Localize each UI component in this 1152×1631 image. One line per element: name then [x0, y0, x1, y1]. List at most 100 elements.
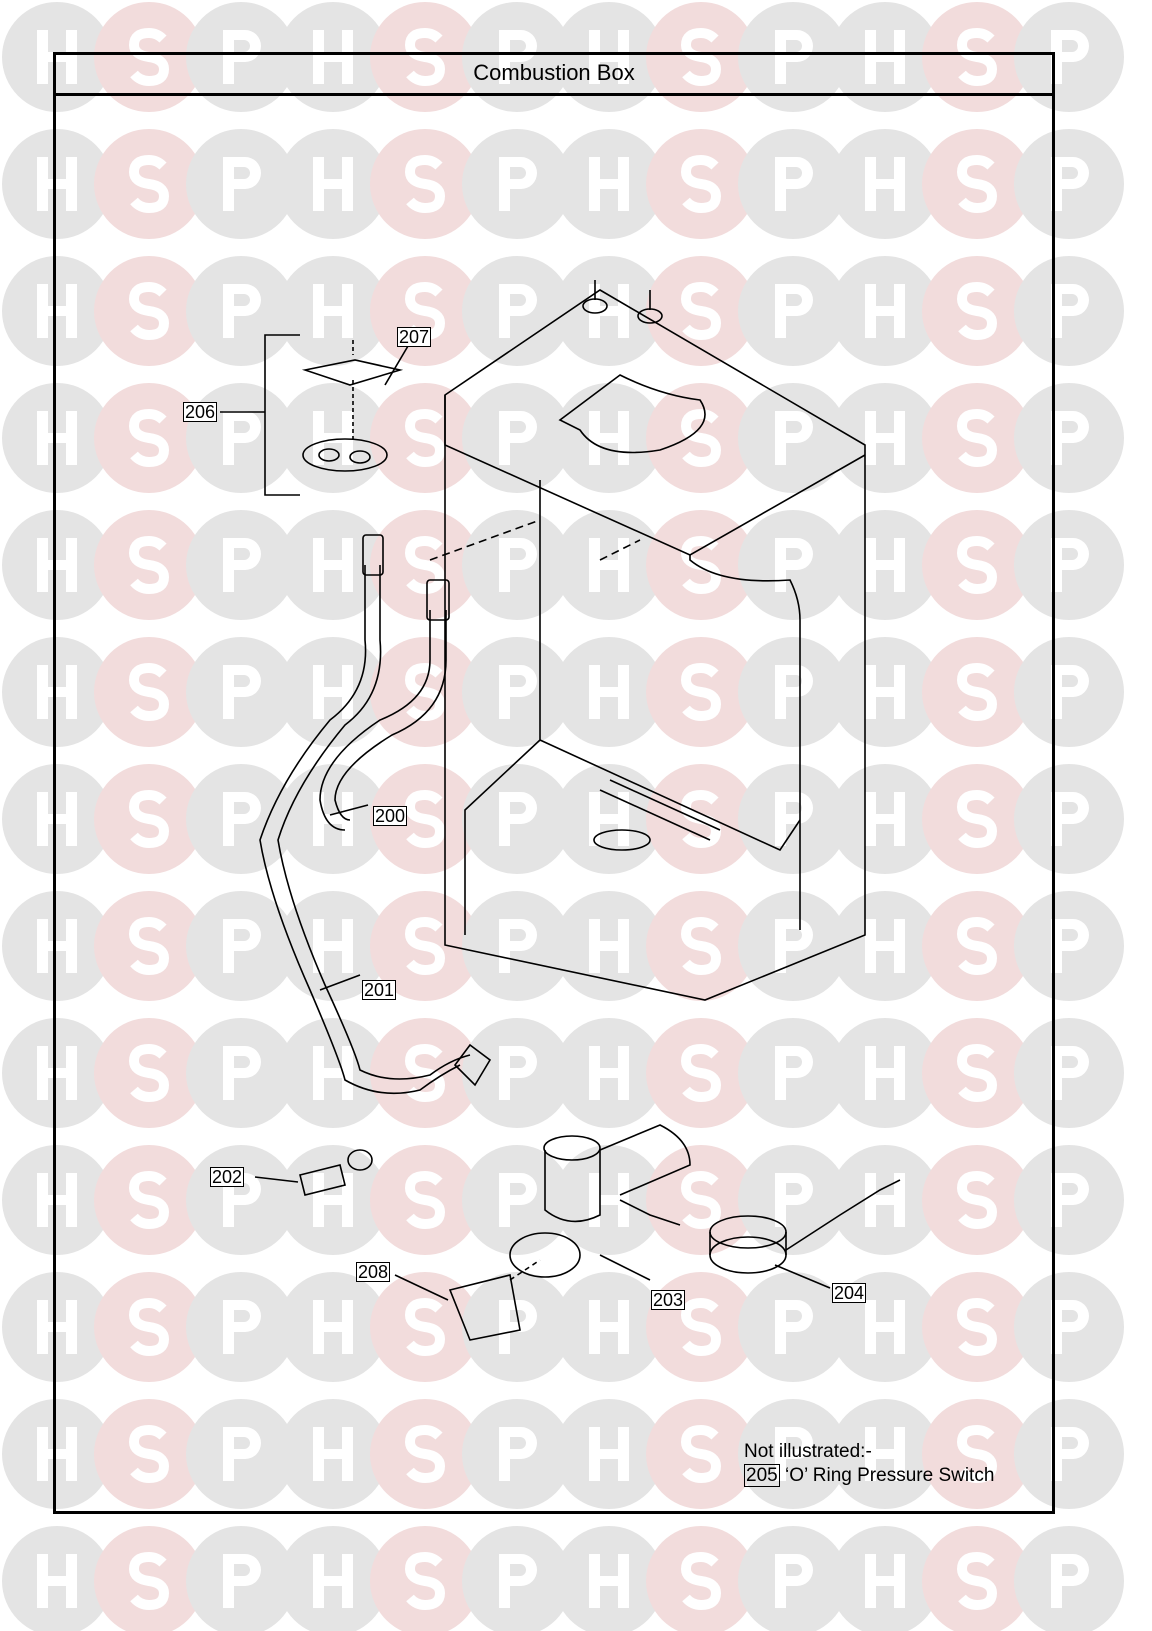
part-label-208[interactable]: 208: [356, 1262, 391, 1282]
watermark-p-circle: [186, 256, 296, 366]
watermark-h-glyph: [313, 1427, 353, 1481]
watermark-s-circle: [370, 637, 480, 747]
watermark-s-glyph: [404, 789, 446, 849]
watermark-p-circle: [1014, 1018, 1124, 1128]
watermark-h-circle: [830, 129, 940, 239]
part-label-200[interactable]: 200: [373, 806, 408, 826]
watermark-s-glyph: [128, 916, 170, 976]
watermark-s-circle: [922, 1399, 1032, 1509]
watermark-h-circle: [278, 637, 388, 747]
watermark-s-glyph: [680, 916, 722, 976]
watermark-h-circle: [278, 256, 388, 366]
watermark-h-glyph: [37, 1046, 77, 1100]
watermark-s-circle: [646, 637, 756, 747]
watermark-h-glyph: [313, 411, 353, 465]
watermark-h-glyph: [313, 30, 353, 84]
watermark-s-glyph: [680, 789, 722, 849]
part-label-204[interactable]: 204: [832, 1283, 867, 1303]
watermark-s-glyph: [956, 27, 998, 87]
watermark-s-circle: [94, 1526, 204, 1631]
watermark-p-circle: [1014, 1272, 1124, 1382]
watermark-p-glyph: [223, 538, 261, 592]
watermark-h-circle: [830, 256, 940, 366]
watermark-h-circle: [554, 510, 664, 620]
watermark-s-glyph: [128, 662, 170, 722]
watermark-p-circle: [462, 2, 572, 112]
watermark-s-glyph: [680, 1551, 722, 1611]
part-label-205[interactable]: 205: [744, 1464, 780, 1487]
watermark-s-glyph: [680, 27, 722, 87]
watermark-p-glyph: [775, 665, 813, 719]
watermark-s-glyph: [680, 408, 722, 468]
watermark-s-glyph: [128, 154, 170, 214]
watermark-p-glyph: [499, 1427, 537, 1481]
watermark-h-circle: [554, 2, 664, 112]
watermark-h-glyph: [589, 1173, 629, 1227]
watermark-h-circle: [278, 129, 388, 239]
watermark-s-circle: [922, 129, 1032, 239]
watermark-p-glyph: [775, 1300, 813, 1354]
watermark-s-glyph: [404, 27, 446, 87]
part-label-206[interactable]: 206: [183, 402, 218, 422]
watermark-s-glyph: [680, 281, 722, 341]
watermark-s-circle: [370, 383, 480, 493]
watermark-p-glyph: [1051, 1046, 1089, 1100]
watermark-p-glyph: [1051, 1554, 1089, 1608]
watermark-s-glyph: [128, 789, 170, 849]
watermark-s-glyph: [128, 408, 170, 468]
watermark-h-circle: [2, 2, 112, 112]
part-label-201[interactable]: 201: [362, 980, 397, 1000]
watermark-p-glyph: [775, 1554, 813, 1608]
watermark-h-glyph: [865, 792, 905, 846]
watermark-p-circle: [462, 637, 572, 747]
watermark-s-circle: [94, 510, 204, 620]
watermark-s-circle: [370, 1018, 480, 1128]
watermark-s-circle: [646, 1399, 756, 1509]
watermark-p-glyph: [1051, 157, 1089, 211]
watermark-s-glyph: [404, 916, 446, 976]
watermark-s-glyph: [956, 1551, 998, 1611]
watermark-h-glyph: [865, 1427, 905, 1481]
watermark-h-circle: [2, 764, 112, 874]
watermark-p-glyph: [223, 919, 261, 973]
watermark-h-circle: [554, 1018, 664, 1128]
watermark-p-glyph: [223, 665, 261, 719]
watermark-p-circle: [738, 383, 848, 493]
watermark-h-circle: [2, 256, 112, 366]
watermark-p-glyph: [223, 792, 261, 846]
watermark-p-glyph: [1051, 1427, 1089, 1481]
watermark-p-glyph: [499, 919, 537, 973]
watermark-s-circle: [370, 764, 480, 874]
watermark-p-glyph: [775, 284, 813, 338]
watermark-h-circle: [278, 1145, 388, 1255]
watermark-p-glyph: [223, 411, 261, 465]
watermark-h-glyph: [313, 792, 353, 846]
watermark-s-glyph: [956, 535, 998, 595]
watermark-h-circle: [830, 1145, 940, 1255]
watermark-p-glyph: [1051, 1300, 1089, 1354]
watermark-s-circle: [922, 764, 1032, 874]
watermark-h-circle: [830, 383, 940, 493]
part-label-207[interactable]: 207: [397, 327, 432, 347]
watermark-s-glyph: [404, 662, 446, 722]
part-label-203[interactable]: 203: [651, 1290, 686, 1310]
watermark-p-circle: [738, 510, 848, 620]
watermark-p-circle: [738, 129, 848, 239]
watermark-s-glyph: [680, 1297, 722, 1357]
watermark-p-glyph: [775, 538, 813, 592]
part-label-202[interactable]: 202: [210, 1167, 245, 1187]
watermark-p-circle: [462, 510, 572, 620]
watermark-h-circle: [2, 383, 112, 493]
watermark-h-glyph: [865, 919, 905, 973]
watermark-p-circle: [186, 637, 296, 747]
watermark-s-circle: [922, 1145, 1032, 1255]
watermark-p-circle: [1014, 1145, 1124, 1255]
watermark-h-glyph: [37, 919, 77, 973]
watermark-p-circle: [1014, 1526, 1124, 1631]
watermark-p-glyph: [223, 1300, 261, 1354]
watermark-s-circle: [922, 1526, 1032, 1631]
watermark-s-glyph: [680, 535, 722, 595]
watermark-p-circle: [738, 637, 848, 747]
